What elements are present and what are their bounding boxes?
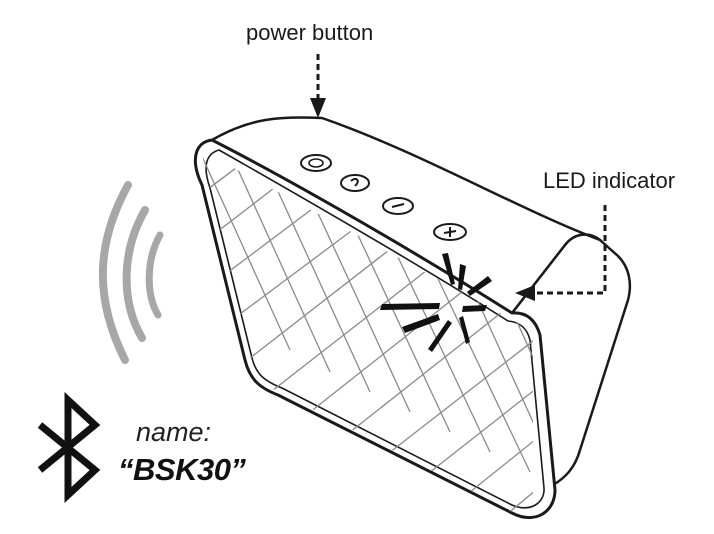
volume-down-button[interactable] [382,197,414,215]
bluetooth-name-label: name: [136,417,212,447]
phone-button[interactable] [340,174,370,192]
volume-up-button[interactable] [433,223,467,241]
volume-down-icon [391,203,405,208]
volume-up-icon [443,227,457,237]
led-indicator-label: LED indicator [543,168,676,193]
power-icon [308,158,324,168]
speaker-body [193,116,632,519]
phone-icon [350,177,359,187]
led-arrowhead [515,285,535,301]
power-button-label: power button [246,20,374,45]
speaker-grille [201,150,533,521]
led-flash-burst [380,253,492,352]
bluetooth-name-value: “BSK30” [118,452,246,487]
power-button[interactable] [300,154,332,172]
led-leader-line [535,205,607,295]
bluetooth-icon [37,391,101,504]
wireless-signal-icon [98,181,164,364]
power-leader-line [310,54,326,118]
